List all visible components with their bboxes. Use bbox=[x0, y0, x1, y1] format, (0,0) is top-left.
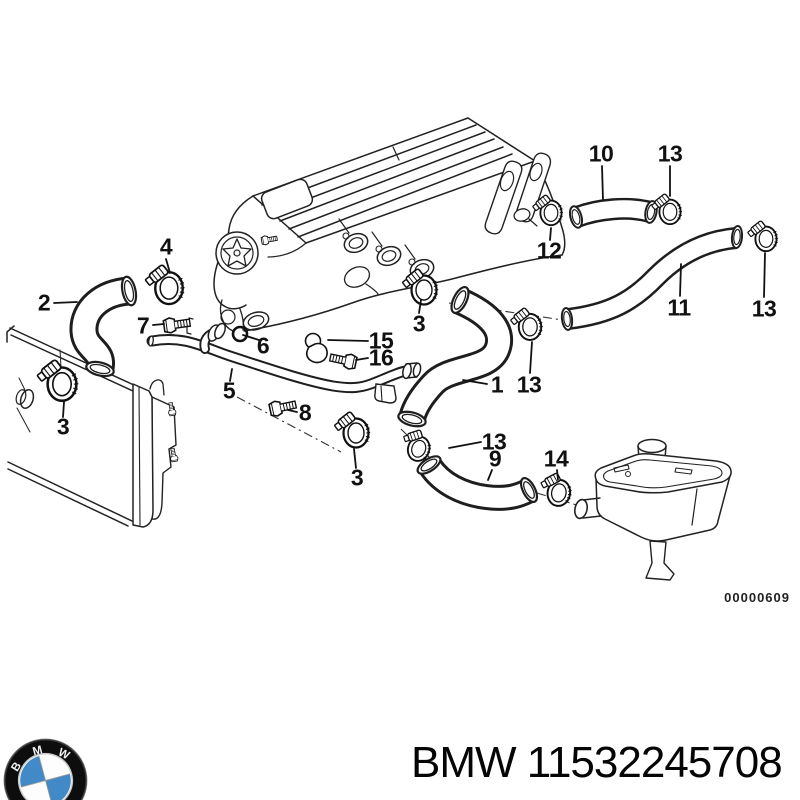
expansion-tank-illustration bbox=[574, 438, 732, 581]
part-callout-5: 5 bbox=[222, 377, 236, 404]
hose-9 bbox=[416, 455, 539, 511]
hose-2 bbox=[69, 275, 138, 378]
bmw-logo: B M W bbox=[3, 738, 88, 800]
part-callout-3: 3 bbox=[56, 413, 70, 440]
part-callout-3: 3 bbox=[350, 464, 364, 491]
grommet-holder bbox=[304, 332, 328, 364]
clamp-13-top bbox=[649, 192, 684, 226]
part-callout-2: 2 bbox=[37, 289, 51, 316]
part-callout-14: 14 bbox=[543, 445, 569, 472]
bolt-16 bbox=[328, 349, 359, 372]
part-callout-13: 13 bbox=[751, 295, 777, 322]
clamp-4 bbox=[142, 263, 186, 306]
part-number-text: BMW 11532245708 bbox=[411, 738, 783, 787]
part-callout-6: 6 bbox=[256, 332, 270, 359]
part-callout-16: 16 bbox=[368, 344, 394, 371]
water-pipe-illustration bbox=[146, 322, 422, 404]
logo-blue-quadrant-2 bbox=[45, 773, 71, 800]
engine-illustration bbox=[186, 117, 566, 335]
hose-10 bbox=[568, 197, 658, 229]
drawing-number: 00000609 bbox=[724, 590, 790, 605]
part-callout-13: 13 bbox=[481, 428, 507, 455]
part-callout-1: 1 bbox=[490, 371, 504, 398]
part-callout-12: 12 bbox=[536, 237, 562, 264]
clamp-13-right bbox=[745, 219, 780, 253]
sensor-bolt bbox=[260, 233, 279, 246]
part-callout-11: 11 bbox=[667, 294, 691, 321]
part-callout-13: 13 bbox=[516, 371, 542, 398]
part-callout-4: 4 bbox=[159, 233, 173, 260]
bolt-8 bbox=[267, 396, 298, 419]
clamp-13-mid bbox=[508, 306, 544, 341]
hose-11 bbox=[560, 225, 744, 331]
logo-letter-w: W bbox=[56, 746, 72, 763]
part-callout-10: 10 bbox=[588, 140, 614, 167]
logo-blue-quadrant-1 bbox=[20, 756, 46, 788]
clamp-3-radiator bbox=[34, 357, 80, 403]
part-callout-13: 13 bbox=[657, 140, 683, 167]
leader-lines bbox=[53, 165, 766, 481]
part-callout-9: 9 bbox=[488, 445, 502, 472]
part-callout-3: 3 bbox=[412, 310, 426, 337]
part-callout-8: 8 bbox=[298, 399, 312, 426]
radiator-illustration bbox=[6, 325, 179, 528]
clamp-3-pipe bbox=[332, 410, 372, 449]
logo-letter-m: M bbox=[31, 743, 44, 758]
o-ring bbox=[231, 325, 249, 343]
part-callout-15: 15 bbox=[368, 327, 394, 354]
clamp-3-hose1 bbox=[400, 267, 440, 306]
hose-1 bbox=[397, 285, 514, 428]
small-parts bbox=[34, 192, 780, 509]
part-callout-7: 7 bbox=[136, 312, 150, 339]
